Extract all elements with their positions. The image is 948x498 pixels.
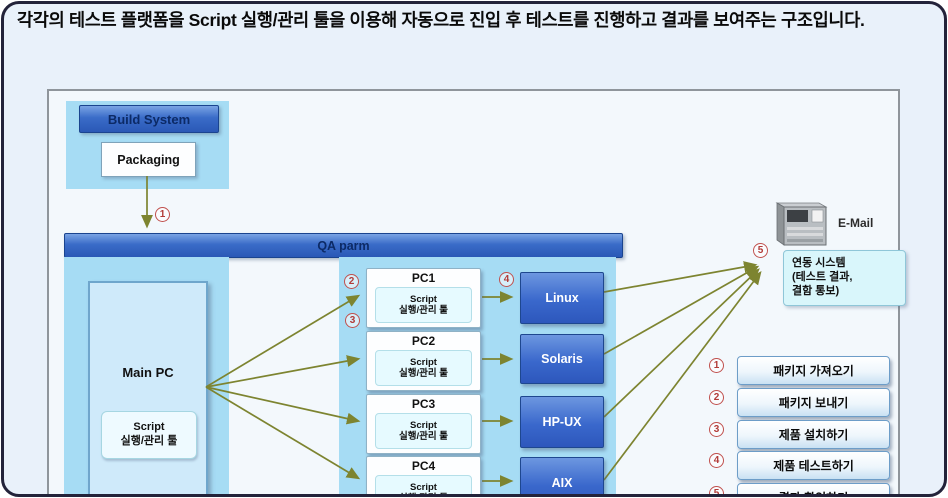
step-1-marker: 1 [709,358,724,373]
qa-farm-header: QA parm [64,233,623,258]
flow-marker-2: 2 [344,274,359,289]
step-4-button: 제품 테스트하기 [737,451,890,480]
build-system-header: Build System [79,105,219,133]
pc3-title: PC3 [411,397,436,411]
integration-line1: 연동 시스템 [792,257,846,270]
integration-system-box: 연동 시스템 (테스트 결과, 결함 통보) [783,250,906,306]
pc1-script-tool: Script 실행/관리 툴 [375,287,472,323]
packaging-box: Packaging [101,142,196,177]
pc4-script-tool: Script 실행/관리 툴 [375,475,472,494]
description-text: 각각의 테스트 플랫폼을 Script 실행/관리 툴을 이용해 자동으로 진입… [17,10,865,30]
pc1-title: PC1 [411,271,436,285]
script-tool-line2: 실행/관리 툴 [120,435,178,447]
step-1-button: 패키지 가져오기 [737,356,890,385]
pc1-tool-line2: 실행/관리 툴 [399,305,448,316]
email-label: E-Mail [838,216,874,230]
step-3-marker: 3 [709,422,724,437]
step-5-marker: 5 [709,486,724,494]
platform-solaris: Solaris [520,334,604,384]
step-2-button: 패키지 보내기 [737,388,890,417]
platform-aix: AIX [520,457,604,494]
pc2-tool-line1: Script [410,356,437,368]
pc2-title: PC2 [411,334,436,348]
pc4-title: PC4 [411,459,436,473]
flow-marker-4: 4 [499,272,514,287]
pc1-tool-line1: Script [410,293,437,305]
pc2-script-tool: Script 실행/관리 툴 [375,350,472,386]
step-3-button: 제품 설치하기 [737,420,890,449]
flow-marker-3: 3 [345,313,360,328]
flow-marker-1: 1 [155,207,170,222]
pc1-box: PC1 Script 실행/관리 툴 [366,268,481,328]
pc2-box: PC2 Script 실행/관리 툴 [366,331,481,391]
main-pc-script-tool: Script 실행/관리 툴 [101,411,197,459]
pc4-tool-line1: Script [410,481,437,493]
main-pc-label: Main PC [122,365,174,380]
main-pc-box: Main PC Script 실행/관리 툴 [88,281,208,494]
step-2-marker: 2 [709,390,724,405]
pc3-script-tool: Script 실행/관리 툴 [375,413,472,449]
server-icon [775,202,828,246]
platform-hpux: HP-UX [520,396,604,448]
integration-line2: (테스트 결과, [792,271,853,284]
pc2-tool-line2: 실행/관리 툴 [399,368,448,379]
pc3-tool-line1: Script [410,419,437,431]
pc3-box: PC3 Script 실행/관리 툴 [366,394,481,454]
pc4-box: PC4 Script 실행/관리 툴 [366,456,481,494]
pc4-tool-line2: 실행/관리 툴 [399,493,448,494]
platform-linux: Linux [520,272,604,324]
step-5-button: 결과 확인하기 [737,483,890,494]
step-4-marker: 4 [709,453,724,468]
integration-line3: 결함 통보) [792,284,840,297]
flow-marker-5: 5 [753,243,768,258]
pc3-tool-line2: 실행/관리 툴 [399,431,448,442]
script-tool-line1: Script [133,421,165,434]
